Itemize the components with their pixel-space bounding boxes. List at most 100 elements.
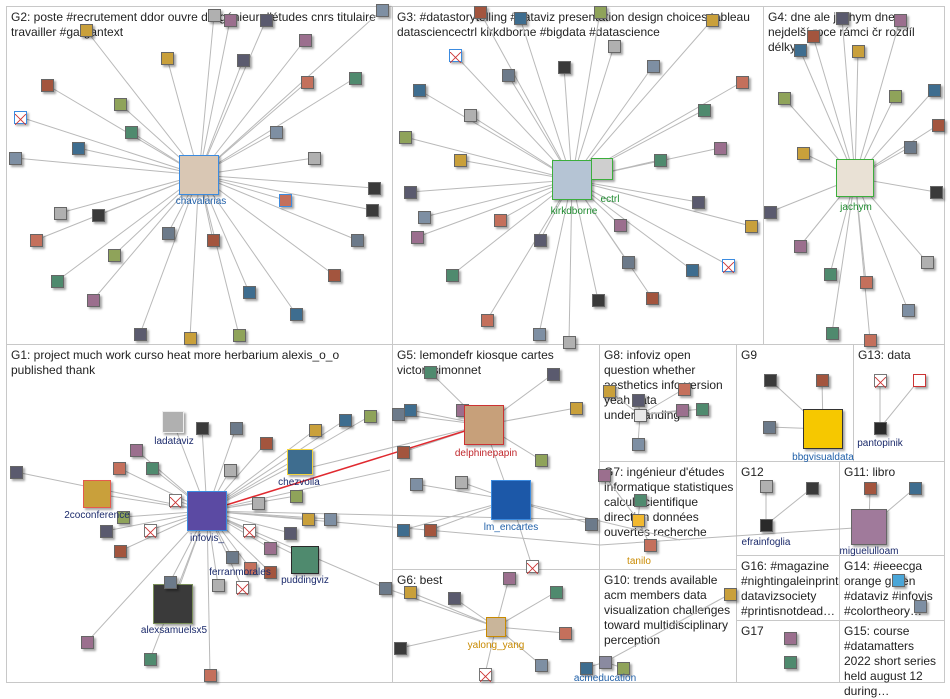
user-avatar-node[interactable]	[423, 523, 437, 537]
user-avatar-node[interactable]	[621, 255, 635, 269]
user-avatar-node[interactable]	[931, 118, 945, 132]
user-avatar-node[interactable]	[685, 263, 699, 277]
hub-node-jachym[interactable]	[836, 159, 874, 197]
user-avatar-node[interactable]	[584, 517, 598, 531]
user-avatar-node[interactable]	[243, 561, 257, 575]
user-avatar-node[interactable]	[145, 461, 159, 475]
user-avatar-node[interactable]	[113, 544, 127, 558]
user-avatar-node[interactable]	[713, 141, 727, 155]
user-avatar-node[interactable]	[367, 181, 381, 195]
user-avatar-node[interactable]	[744, 219, 758, 233]
user-avatar-node[interactable]	[195, 421, 209, 435]
user-avatar-node[interactable]	[223, 463, 237, 477]
user-avatar-node[interactable]	[409, 477, 423, 491]
user-avatar-node[interactable]	[263, 565, 277, 579]
user-avatar-node[interactable]	[863, 333, 877, 347]
user-avatar-node[interactable]	[645, 291, 659, 305]
user-avatar-node[interactable]	[912, 373, 926, 387]
user-avatar-node[interactable]	[365, 203, 379, 217]
hub-node-miguelulloam[interactable]	[851, 509, 887, 545]
user-avatar-node[interactable]	[289, 307, 303, 321]
user-avatar-node[interactable]	[593, 5, 607, 19]
user-avatar-node[interactable]	[259, 436, 273, 450]
user-avatar-node[interactable]	[393, 641, 407, 655]
user-avatar-node[interactable]	[378, 581, 392, 595]
user-avatar-node[interactable]	[183, 331, 197, 345]
user-avatar-node[interactable]	[410, 230, 424, 244]
hub-node-infovis[interactable]	[187, 491, 227, 531]
user-avatar-node[interactable]	[903, 140, 917, 154]
user-avatar-node[interactable]	[203, 668, 217, 682]
user-avatar-node[interactable]	[323, 512, 337, 526]
user-avatar-node[interactable]	[763, 373, 777, 387]
user-avatar-node[interactable]	[473, 5, 487, 19]
user-avatar-node[interactable]	[591, 293, 605, 307]
user-avatar-node[interactable]	[225, 550, 239, 564]
user-avatar-node[interactable]	[920, 255, 934, 269]
user-avatar-node[interactable]	[480, 313, 494, 327]
user-avatar-node[interactable]	[806, 29, 820, 43]
user-avatar-node[interactable]	[9, 465, 23, 479]
user-avatar-node[interactable]	[289, 489, 303, 503]
user-avatar-node[interactable]	[308, 423, 322, 437]
user-avatar-node[interactable]	[168, 493, 182, 508]
user-avatar-node[interactable]	[412, 83, 426, 97]
user-avatar-node[interactable]	[445, 268, 459, 282]
user-avatar-node[interactable]	[695, 402, 709, 416]
user-avatar-node[interactable]	[229, 421, 243, 435]
user-avatar-node[interactable]	[602, 384, 616, 398]
user-avatar-node[interactable]	[153, 584, 193, 624]
user-avatar-node[interactable]	[207, 8, 221, 22]
user-avatar-node[interactable]	[549, 585, 563, 599]
user-avatar-node[interactable]	[562, 335, 576, 349]
user-avatar-node[interactable]	[646, 59, 660, 73]
user-avatar-node[interactable]	[908, 481, 922, 495]
user-avatar-node[interactable]	[403, 185, 417, 199]
user-avatar-node[interactable]	[705, 13, 719, 27]
user-avatar-node[interactable]	[502, 571, 516, 585]
user-avatar-node[interactable]	[533, 233, 547, 247]
user-avatar-node[interactable]	[805, 481, 819, 495]
user-avatar-node[interactable]	[86, 293, 100, 307]
user-avatar-node[interactable]	[348, 71, 362, 85]
hub-node-lm-encartes[interactable]	[491, 480, 531, 520]
user-avatar-node[interactable]	[143, 652, 157, 666]
user-avatar-node[interactable]	[448, 48, 462, 63]
user-avatar-node[interactable]	[396, 445, 410, 459]
user-avatar-node[interactable]	[613, 218, 627, 232]
user-avatar-node[interactable]	[929, 185, 943, 199]
user-avatar-node[interactable]	[107, 248, 121, 262]
user-avatar-node[interactable]	[579, 661, 593, 675]
user-avatar-node[interactable]	[793, 43, 807, 57]
user-avatar-node[interactable]	[783, 655, 797, 669]
user-avatar-node[interactable]	[463, 108, 477, 122]
user-avatar-node[interactable]	[99, 524, 113, 538]
user-avatar-node[interactable]	[532, 327, 546, 341]
user-avatar-node[interactable]	[859, 275, 873, 289]
user-avatar-node[interactable]	[557, 60, 571, 74]
user-avatar-node[interactable]	[783, 631, 797, 645]
user-avatar-node[interactable]	[40, 78, 54, 92]
user-avatar-node[interactable]	[851, 44, 865, 58]
user-avatar-node[interactable]	[796, 146, 810, 160]
user-avatar-node[interactable]	[453, 153, 467, 167]
user-avatar-node[interactable]	[396, 523, 410, 537]
user-avatar-node[interactable]	[823, 267, 837, 281]
user-avatar-node[interactable]	[863, 481, 877, 495]
user-avatar-node[interactable]	[569, 401, 583, 415]
user-avatar-node[interactable]	[534, 658, 548, 672]
hub-node-bbgvisualdata[interactable]	[803, 409, 843, 449]
node-datasciencectrl[interactable]	[591, 158, 613, 180]
user-avatar-node[interactable]	[269, 125, 283, 139]
user-avatar-node[interactable]	[888, 89, 902, 103]
user-avatar-node[interactable]	[116, 510, 130, 524]
user-avatar-node[interactable]	[891, 573, 905, 587]
user-avatar-node[interactable]	[735, 75, 749, 89]
user-avatar-node[interactable]	[501, 68, 515, 82]
user-avatar-node[interactable]	[677, 382, 691, 396]
node-g8[interactable]	[633, 408, 647, 422]
user-avatar-node[interactable]	[161, 226, 175, 240]
user-avatar-node[interactable]	[338, 413, 352, 427]
user-avatar-node[interactable]	[546, 367, 560, 381]
user-avatar-node[interactable]	[242, 285, 256, 299]
